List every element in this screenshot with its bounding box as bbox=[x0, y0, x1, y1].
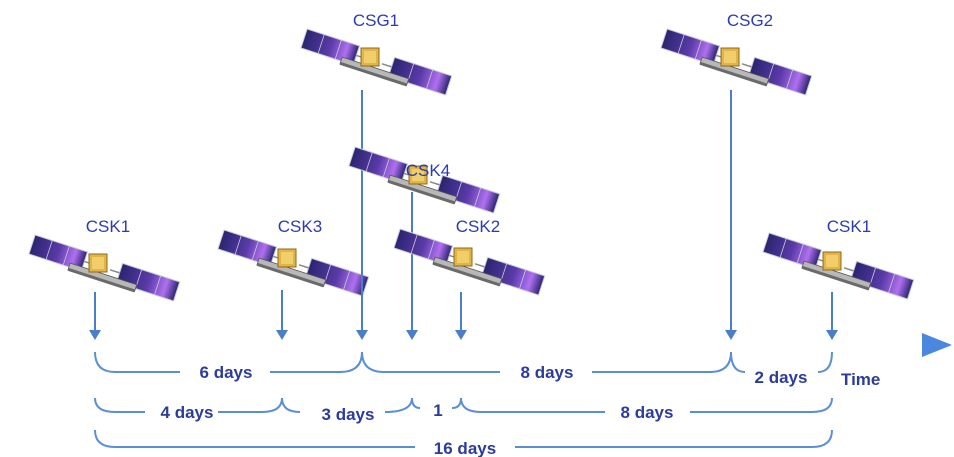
satellite-label: CSK4 bbox=[406, 161, 450, 180]
satellite-label: CSK1 bbox=[86, 217, 130, 236]
satellite-csk4: CSK4 bbox=[346, 146, 501, 340]
span-label-2-days: 2 days bbox=[755, 368, 808, 387]
satellite-csg2: CSG2 bbox=[658, 11, 813, 340]
brace-16-days bbox=[94, 429, 833, 448]
time-axis-arrowhead bbox=[922, 333, 952, 357]
satellite-csk3: CSK3 bbox=[215, 217, 370, 340]
satellite-csk1-first: CSK1 bbox=[26, 217, 181, 340]
satellite-label: CSK1 bbox=[827, 217, 871, 236]
span-label-8-days-bottom: 8 days bbox=[621, 403, 674, 422]
satellite-label: CSK3 bbox=[278, 217, 322, 236]
satellite-csk1-second: CSK1 bbox=[760, 217, 915, 340]
satellite-label: CSG2 bbox=[727, 11, 773, 30]
span-label-3-days: 3 days bbox=[322, 405, 375, 424]
span-label-16-days: 16 days bbox=[434, 439, 496, 457]
time-label: Time bbox=[841, 370, 880, 389]
satellite-csg1: CSG1 bbox=[298, 11, 453, 340]
satellite-label: CSK2 bbox=[456, 217, 500, 236]
span-label-1: 1 bbox=[433, 401, 442, 420]
brace-8-days-bottom bbox=[460, 397, 833, 413]
satellite-label: CSG1 bbox=[353, 11, 399, 30]
brace-2-days bbox=[730, 351, 833, 373]
satellite-csk2: CSK2 bbox=[391, 217, 546, 340]
span-label-4-days: 4 days bbox=[161, 403, 214, 422]
span-label-6-days: 6 days bbox=[200, 363, 253, 382]
span-label-8-days-top: 8 days bbox=[521, 363, 574, 382]
